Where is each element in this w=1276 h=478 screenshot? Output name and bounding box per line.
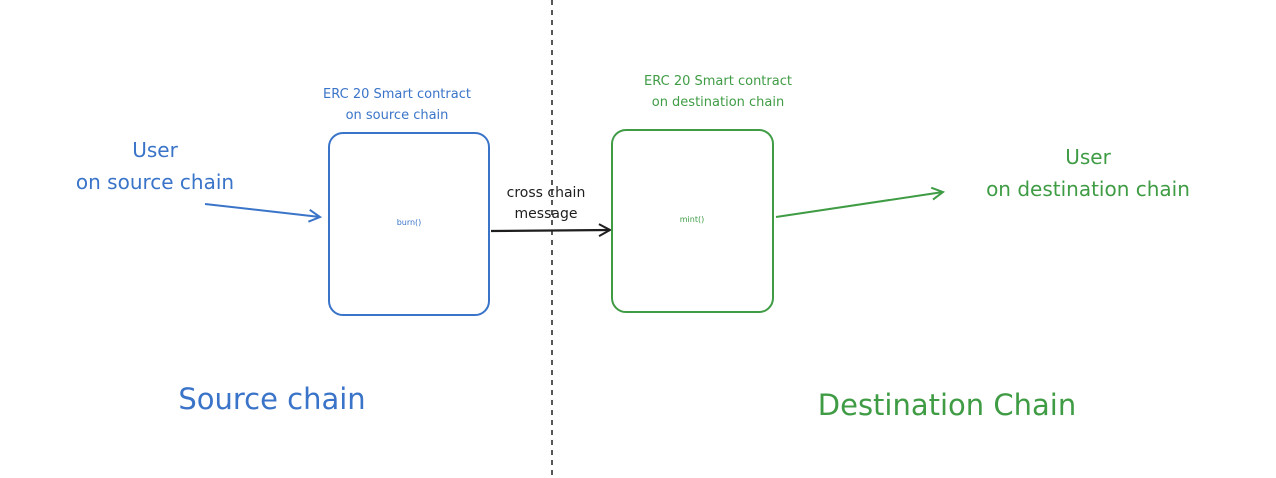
source-contract-box[interactable] [328,132,490,316]
destination-contract-subtitle: on destination chain [652,95,785,110]
destination-contract-title: ERC 20 Smart contract [644,74,792,89]
user-to-contract-arrow [204,203,320,217]
contract-to-user-arrow [775,192,943,218]
message-label-line1: cross chain [507,185,586,201]
source-contract-subtitle: on source chain [346,108,449,123]
source-user-label: User [132,138,178,162]
mint-function: mint() [680,215,704,224]
burn-function: burn() [397,218,422,227]
source-user-sublabel: on source chain [76,170,234,194]
destination-contract-box[interactable] [611,129,774,313]
message-label-line2: message [515,206,578,222]
source-contract-title: ERC 20 Smart contract [323,87,471,102]
source-chain-label: Source chain [178,382,365,416]
destination-user-sublabel: on destination chain [986,177,1190,201]
destination-user-label: User [1065,145,1111,169]
destination-chain-label: Destination Chain [818,388,1076,422]
cross-chain-message-arrow [490,230,610,231]
